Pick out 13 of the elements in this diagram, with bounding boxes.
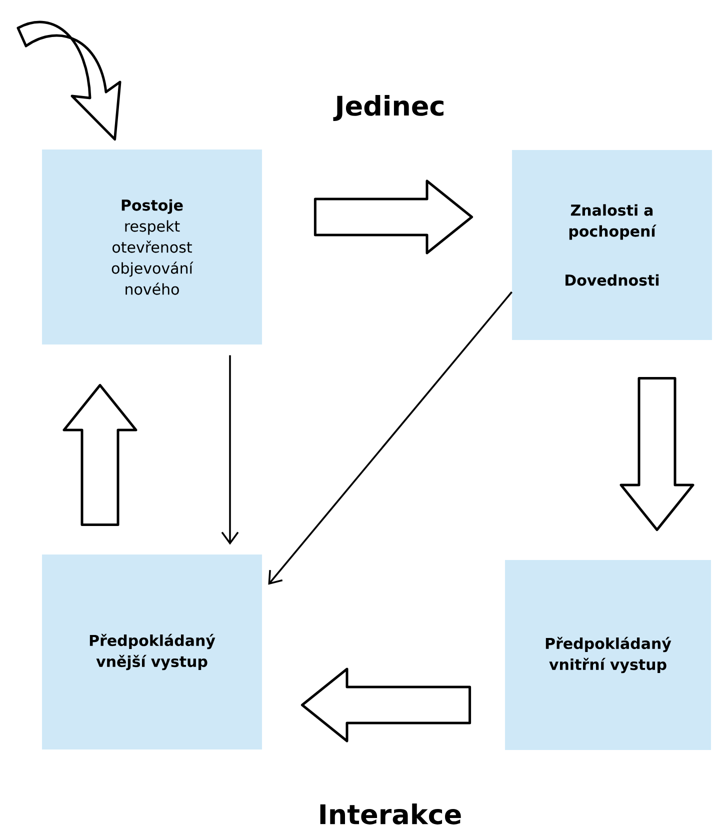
block-arrow [620, 376, 694, 532]
note-box: Předpokládaný vnitřní vystup [505, 560, 711, 750]
block-arrow [300, 668, 472, 742]
note-box: Předpokládaný vnější vystup [42, 554, 262, 750]
block-arrow [314, 180, 474, 254]
arrow [268, 291, 512, 585]
arrow [221, 355, 239, 545]
heading-label: Interakce [320, 804, 461, 824]
curved-block-arrow [16, 20, 122, 141]
note-box: Znalosti a pochopení Dovednosti [512, 150, 712, 340]
note-box: Postoje respekt otevřenost objevování nového [42, 150, 262, 344]
heading-label: Jedinec [333, 95, 444, 121]
block-arrow [62, 384, 138, 526]
